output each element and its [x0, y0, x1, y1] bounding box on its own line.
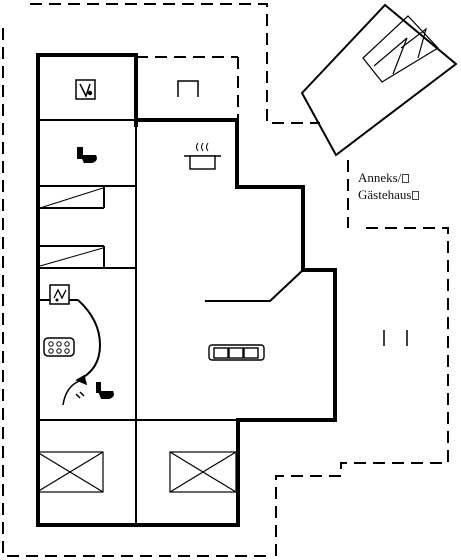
missing-glyph-box	[402, 174, 410, 183]
annex-interior-marks	[383, 330, 408, 346]
bed-icon	[36, 451, 104, 493]
missing-glyph-box	[412, 191, 420, 200]
laundry-icon	[49, 284, 70, 305]
guesthouse-label: Gästehaus	[358, 187, 420, 203]
annex-label-text: Anneks/	[358, 170, 402, 185]
terrace-outline	[2, 3, 449, 557]
hot-tub-icon	[43, 337, 75, 357]
sofa-icon	[208, 344, 265, 361]
main-house-walls	[36, 53, 337, 527]
wardrobes	[39, 187, 104, 267]
bed-icon	[169, 451, 237, 493]
annex-building	[300, 3, 458, 157]
annex-label: Anneks/	[358, 170, 410, 186]
guesthouse-label-text: Gästehaus	[358, 187, 412, 202]
toilet-icon	[77, 147, 97, 163]
kitchen-hood	[177, 80, 199, 97]
toilet-icon	[96, 382, 114, 399]
shower-icon	[62, 374, 88, 406]
washing-machine-icon	[75, 79, 96, 100]
kitchen-pot-icon	[184, 142, 221, 170]
